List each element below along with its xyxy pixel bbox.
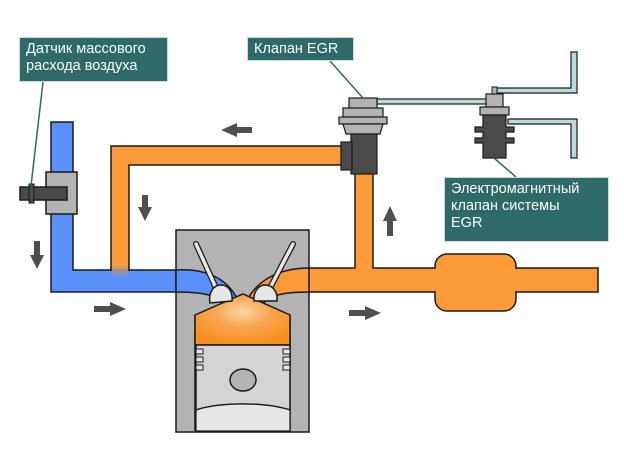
arrow-egr-left xyxy=(221,123,252,137)
intake-valve xyxy=(193,241,233,304)
arrow-intake-down xyxy=(30,241,44,269)
maf-sensor-label: Датчик массового расхода воздуха xyxy=(19,37,168,82)
maf-sensor xyxy=(19,171,78,215)
arrow-egr-down xyxy=(138,195,152,221)
arrow-exhaust-up xyxy=(383,206,397,236)
solenoid-leader-line xyxy=(493,157,517,178)
engine-cylinder xyxy=(175,229,310,433)
arrow-exhaust-right xyxy=(349,306,381,320)
solenoid-valve-label: Электромагнитный клапан системы EGR xyxy=(444,177,609,242)
maf-leader-line xyxy=(30,81,44,187)
exhaust-valve xyxy=(253,241,296,302)
solenoid-valve xyxy=(474,86,515,159)
flow-arrows xyxy=(30,123,397,320)
egr-valve-label: Клапан EGR xyxy=(247,37,354,61)
egr-leader-line xyxy=(329,60,364,99)
arrow-intake-right xyxy=(94,302,126,316)
egr-valve xyxy=(338,97,388,175)
